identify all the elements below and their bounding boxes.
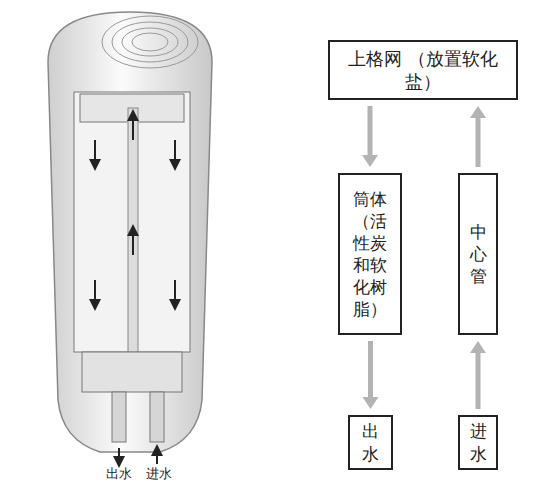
outlet-pipe — [112, 392, 126, 442]
box-text: 中心管 — [469, 221, 487, 287]
cap-ring — [122, 28, 178, 56]
flow-arrow — [470, 341, 486, 409]
housing-shell — [48, 12, 212, 452]
box-text: 进水 — [469, 420, 487, 464]
filter-cylinder — [74, 92, 190, 352]
center-tube — [128, 108, 138, 352]
arrow-shaft — [368, 341, 373, 397]
flow-box: 上格网 （放置软化盐） — [328, 40, 518, 100]
inlet-arrow — [156, 450, 158, 464]
flow-arrow — [132, 230, 134, 255]
flow-box: 中心管 — [458, 173, 498, 335]
cap-ring — [102, 16, 198, 68]
box-text: 上格网 （放置软化盐） — [336, 47, 510, 94]
flow-box: 筒体（活性炭和软化树脂） — [338, 173, 402, 335]
flow-box: 出水 — [348, 415, 393, 470]
flow-arrow — [363, 341, 379, 409]
flow-box: 进水 — [458, 415, 498, 470]
arrow-shaft — [476, 353, 481, 409]
arrow-head — [470, 341, 486, 353]
cap-ring — [132, 33, 168, 51]
port-label: 出水 — [106, 465, 132, 483]
flow-arrow — [470, 106, 486, 167]
port-label: 进水 — [146, 465, 172, 483]
flow-arrow — [362, 106, 378, 167]
flow-arrow — [132, 115, 134, 140]
arrow-head — [363, 397, 379, 409]
arrow-head — [362, 155, 378, 167]
flow-arrow — [94, 140, 96, 165]
arrow-head — [470, 106, 486, 118]
arrow-shaft — [476, 118, 481, 167]
flow-arrow — [94, 280, 96, 305]
cap-ring — [112, 22, 188, 62]
arrow-shaft — [368, 106, 373, 155]
inlet-pipe — [150, 392, 164, 442]
outlet-arrow — [118, 448, 120, 462]
flow-arrow — [174, 280, 176, 305]
box-text: 筒体（活性炭和软化树脂） — [350, 188, 390, 321]
base-fitting — [82, 352, 182, 392]
box-text: 出水 — [361, 420, 380, 464]
flow-arrow — [174, 140, 176, 165]
